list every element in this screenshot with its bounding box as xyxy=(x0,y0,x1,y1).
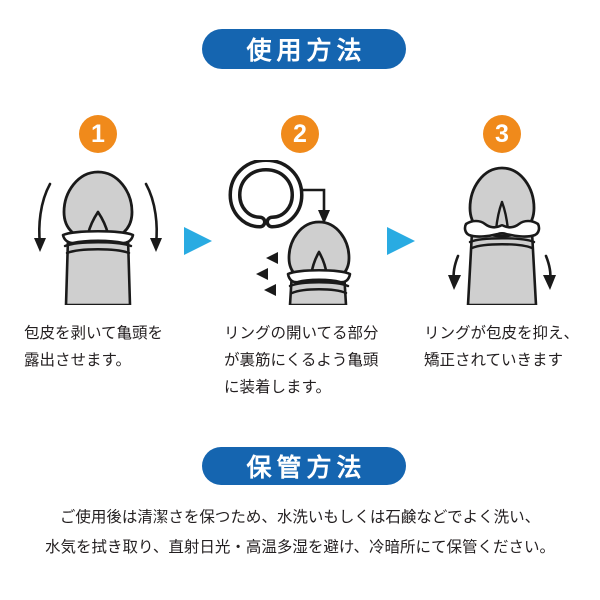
step-3-illustration xyxy=(422,160,582,305)
pull-down-arrows xyxy=(34,182,162,252)
storage-section-badge: 保管方法 xyxy=(202,447,406,485)
storage-instructions-text: ご使用後は清潔さを保つため、水洗いもしくは石鹸などでよく洗い、 水気を拭き取り、… xyxy=(44,509,556,557)
shaft-and-glans-shape xyxy=(463,166,541,305)
step-number-2: 2 xyxy=(281,115,319,153)
usage-section-badge: 使用方法 xyxy=(202,29,406,69)
step-1-caption: 包皮を剥いて亀頭を 露出させます。 xyxy=(24,325,164,370)
step-number-1: 1 xyxy=(79,115,117,153)
step-1-illustration xyxy=(18,160,178,305)
impact-marks xyxy=(256,252,278,296)
step-2-illustration xyxy=(220,160,380,305)
shaft-and-glans-shape xyxy=(286,220,352,305)
placement-arrow xyxy=(300,188,330,224)
progress-arrow-1-icon xyxy=(182,226,214,256)
shaft-and-glans-shape xyxy=(61,170,135,305)
c-ring-shape xyxy=(228,160,304,229)
step-3-caption: リングが包皮を抑え、 矯正されていきます xyxy=(424,325,580,370)
downward-arrows xyxy=(448,254,556,290)
progress-arrow-2-icon xyxy=(385,226,417,256)
step-2-caption: リングの開いてる部分 が裏筋にくるよう亀頭 に装着します。 xyxy=(224,325,379,397)
step-number-3: 3 xyxy=(483,115,521,153)
